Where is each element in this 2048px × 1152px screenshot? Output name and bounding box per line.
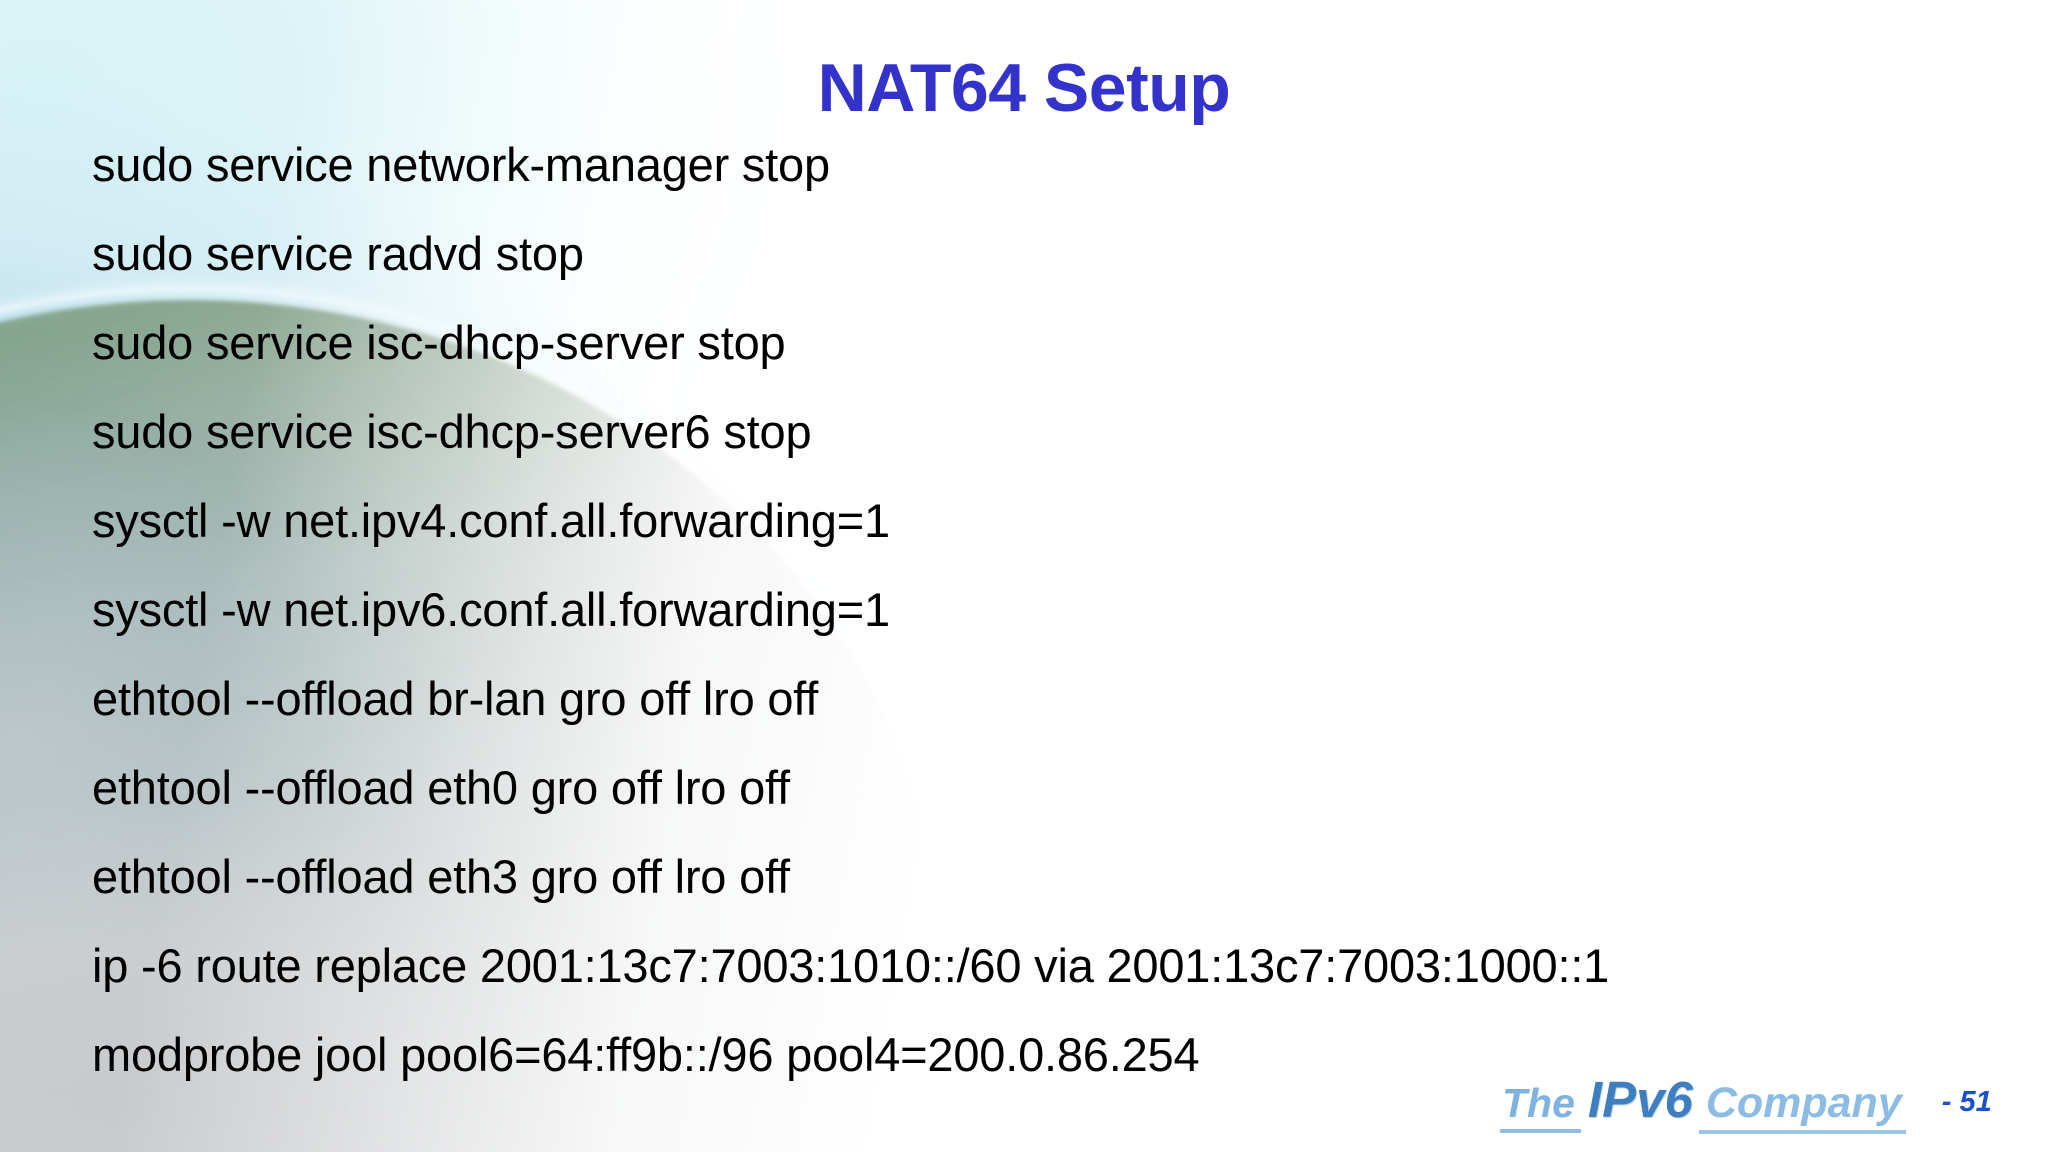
command-line: sudo service isc-dhcp-server stop — [92, 316, 786, 369]
command-line: ethtool --offload eth3 gro off lro off — [92, 850, 790, 903]
command-line: sysctl -w net.ipv6.conf.all.forwarding=1 — [92, 583, 890, 636]
command-line: ethtool --offload eth0 gro off lro off — [92, 761, 790, 814]
slide-footer: The IPv6 Company - 51 — [1500, 1074, 1992, 1134]
logo-text-ipv6: IPv6 — [1587, 1071, 1693, 1128]
ipv6-company-logo: The IPv6 Company — [1500, 1074, 1906, 1134]
logo-text-company: Company — [1698, 1082, 1906, 1134]
command-line: sudo service isc-dhcp-server6 stop — [92, 405, 812, 458]
command-line: modprobe jool pool6=64:ff9b::/96 pool4=2… — [92, 1028, 1200, 1081]
page-number: - 51 — [1941, 1086, 1992, 1118]
slide-title: NAT64 Setup — [817, 49, 1231, 126]
command-line: sysctl -w net.ipv4.conf.all.forwarding=1 — [92, 494, 890, 547]
logo-text-the: The — [1500, 1083, 1581, 1133]
command-line: ip -6 route replace 2001:13c7:7003:1010:… — [92, 939, 1610, 992]
command-line: sudo service network-manager stop — [92, 138, 830, 191]
command-line: ethtool --offload br-lan gro off lro off — [92, 672, 819, 725]
command-line: sudo service radvd stop — [92, 227, 584, 280]
command-list: sudo service network-manager stop sudo s… — [92, 120, 1992, 1099]
